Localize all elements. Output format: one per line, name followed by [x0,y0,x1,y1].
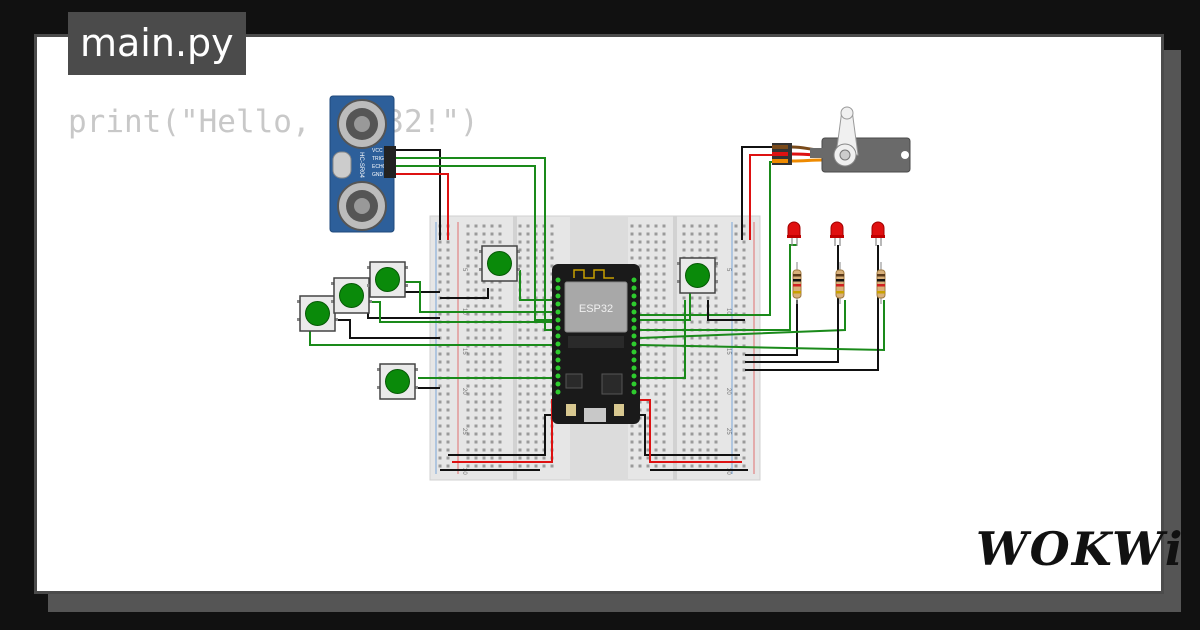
row-number-right: 30 [725,468,731,475]
esp32-pin-left [555,373,561,379]
servo-motor-icon[interactable] [772,106,911,173]
pushbutton-icon[interactable] [377,363,418,400]
esp32-pin-right [631,357,637,363]
esp32-pin-left [555,333,561,339]
row-number-right: 25 [725,428,731,435]
ultrasonic-sensor-icon[interactable]: HC-SR04 VCC TRIG ECHO GND [329,95,396,233]
esp32-pin-left [555,389,561,395]
esp32-pins [555,277,637,395]
row-number-left: 20 [461,388,467,395]
row-number-left: 25 [461,428,467,435]
esp32-pin-left [555,309,561,315]
row-number-left: 15 [461,348,467,355]
esp32-pin-left [555,277,561,283]
pushbutton-icon[interactable] [331,277,372,314]
led-icon[interactable] [871,221,885,246]
esp32-pin-right [631,389,637,395]
esp32-pin-right [631,373,637,379]
esp32-pin-right [631,325,637,331]
esp32-pin-left [555,341,561,347]
esp32-pin-left [555,301,561,307]
file-tab[interactable]: main.py [68,12,246,75]
esp32-pin-right [631,293,637,299]
esp32-pin-left [555,317,561,323]
esp32-pin-right [631,301,637,307]
row-number-right: 20 [725,388,731,395]
esp32-pin-left [555,325,561,331]
led-group [787,221,886,304]
esp32-pin-right [631,365,637,371]
sensor-pin-label: TRIG [372,156,384,162]
esp32-pin-right [631,285,637,291]
sensor-pin-label: GND [372,172,384,178]
row-number-right: 15 [725,348,731,355]
esp32-pin-right [631,277,637,283]
esp32-pin-right [631,317,637,323]
esp32-pin-left [555,381,561,387]
pushbutton-icon[interactable] [677,257,718,294]
esp32-pin-right [631,381,637,387]
resistor-icon [835,262,845,304]
resistor-icon [792,262,802,304]
sensor-pin-label: ECHO [372,164,387,170]
esp32-devkit-icon[interactable]: ESP32 [552,264,640,424]
esp32-pin-left [555,349,561,355]
sensor-model-label: HC-SR04 [358,152,364,178]
esp32-pin-left [555,285,561,291]
esp32-pin-right [631,341,637,347]
led-icon[interactable] [787,221,801,246]
pushbutton-icon[interactable] [479,245,520,282]
esp32-pin-right [631,309,637,315]
wokwi-logo[interactable]: WOKWi [976,522,1185,576]
esp32-pin-left [555,293,561,299]
sensor-pin-label: VCC [372,148,383,154]
row-number-right: 5 [725,268,731,272]
esp32-pin-right [631,333,637,339]
row-number-left: 30 [461,468,467,475]
esp32-pin-left [555,357,561,363]
row-number-right: 10 [725,308,731,315]
pushbutton-icon[interactable] [367,261,408,298]
sensor-pins: VCC TRIG ECHO GND [372,148,387,178]
esp32-pin-right [631,349,637,355]
pushbutton-group [297,245,718,400]
led-icon[interactable] [830,221,844,246]
esp32-pin-left [555,365,561,371]
resistor-icon [876,262,886,304]
row-number-left: 5 [461,268,467,272]
esp32-label: ESP32 [579,303,613,315]
pushbutton-icon[interactable] [297,295,338,332]
